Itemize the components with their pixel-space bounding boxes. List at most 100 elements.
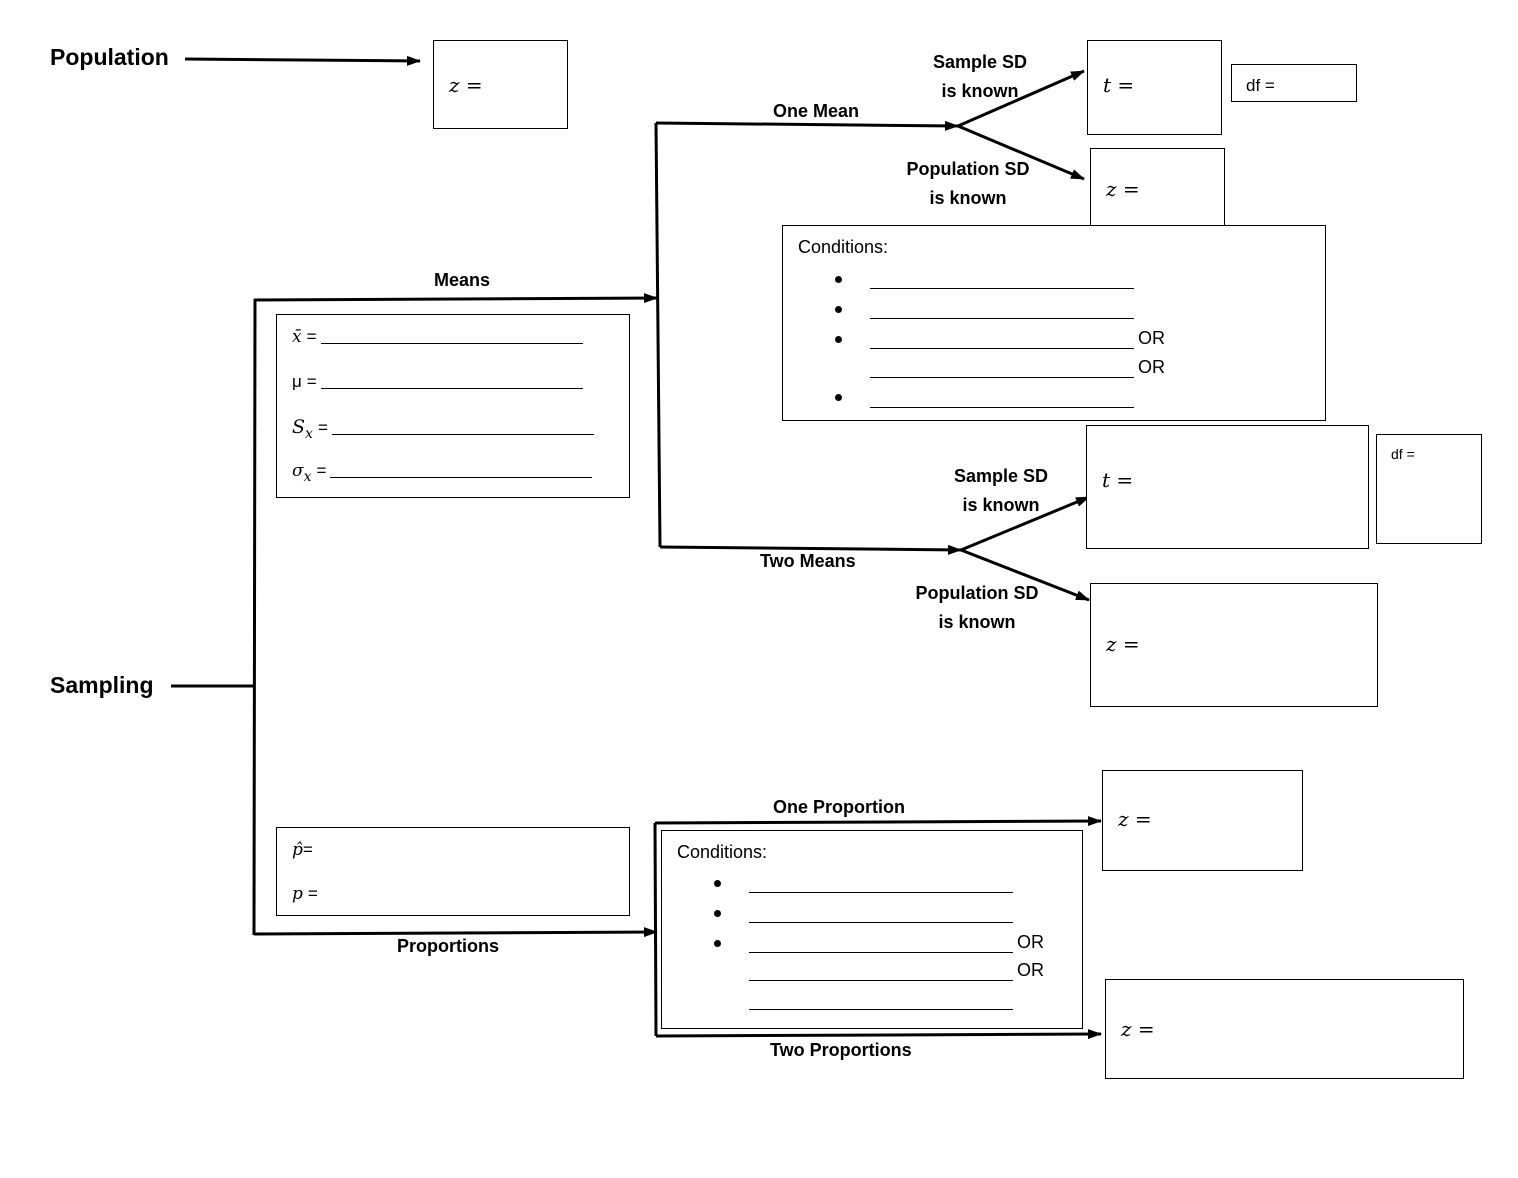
proportion-variables-box: p̂ = p = (276, 827, 630, 916)
sigma-symbol: σ (292, 461, 304, 481)
population-sd-line1: Population SD (915, 583, 1039, 603)
xbar-blank[interactable] (320, 342, 583, 344)
one-mean-t-formula: t = (1103, 73, 1135, 97)
sample-sd-line2: is known (962, 495, 1040, 515)
population-sd-line1: Population SD (906, 159, 1030, 179)
one-mean-population-arrow (957, 124, 1085, 181)
population-label: Population (50, 44, 169, 70)
one-mean-sample-arrow (957, 69, 1085, 128)
sample-sd-line2: is known (941, 81, 1019, 101)
one-mean-z-formula: z = (1106, 177, 1140, 201)
xbar-symbol: x̄ (292, 327, 302, 347)
condition-blank-4[interactable] (749, 980, 1013, 981)
two-means-t-formula: t = (1102, 468, 1134, 492)
condition-blank-1[interactable] (870, 288, 1134, 289)
bullet-icon (835, 394, 842, 401)
equals-sign: = (306, 372, 317, 391)
or-label: OR (1017, 932, 1044, 952)
proportions-label: Proportions (397, 936, 499, 956)
two-means-z-box[interactable]: z = (1090, 583, 1378, 707)
population-z-formula: z = (449, 73, 483, 97)
means-conditions-box: Conditions: OR OR (782, 225, 1326, 421)
equals-sign: = (302, 840, 313, 859)
proportions-conditions-box: Conditions: OR OR (661, 830, 1083, 1029)
or-label: OR (1017, 960, 1044, 980)
bullet-icon (714, 880, 721, 887)
one-mean-population-sd-label: Population SD is known (898, 155, 1038, 213)
two-means-arrow (659, 544, 962, 555)
equals-sign: = (307, 884, 318, 903)
equals-sign: = (317, 418, 328, 437)
sample-sd-line1: Sample SD (953, 466, 1049, 486)
or-label: OR (1138, 328, 1165, 348)
condition-blank-5[interactable] (749, 1009, 1013, 1010)
means-variables-box: x̄ = μ = S x = σ x = (276, 314, 630, 498)
xbar-row: x̄ = (292, 327, 583, 347)
one-proportion-z-formula: z = (1118, 807, 1152, 831)
condition-blank-2[interactable] (749, 922, 1013, 923)
two-proportions-label: Two Proportions (770, 1040, 912, 1060)
two-means-population-arrow (960, 548, 1090, 602)
population-arrow (184, 55, 421, 66)
proportions-arrow (253, 927, 658, 938)
two-means-df-label: df = (1391, 446, 1415, 462)
p-symbol: p (292, 884, 303, 904)
one-mean-arrow (655, 120, 959, 131)
sigma-blank[interactable] (330, 476, 593, 478)
one-mean-df-box[interactable]: df = (1231, 64, 1357, 102)
mu-blank[interactable] (320, 387, 583, 389)
means-arrow (253, 293, 658, 304)
one-mean-t-box[interactable]: t = (1087, 40, 1222, 135)
equals-sign: = (306, 327, 317, 346)
or-label: OR (1138, 357, 1165, 377)
two-means-df-box[interactable]: df = (1376, 434, 1482, 544)
conditions-title: Conditions: (677, 842, 768, 862)
phat-row: p̂ = (292, 840, 313, 860)
sample-sd-line1: Sample SD (932, 52, 1028, 72)
sigma-subscript: x (303, 469, 312, 485)
sx-row: S x = (292, 416, 594, 442)
one-proportion-z-box[interactable]: z = (1102, 770, 1303, 871)
mu-symbol: μ (292, 372, 302, 391)
sx-subscript: x (305, 426, 313, 442)
bullet-icon (835, 336, 842, 343)
condition-blank-3[interactable] (749, 952, 1013, 953)
bullet-icon (835, 306, 842, 313)
two-proportions-arrow (655, 1029, 1102, 1040)
proportions-split-vertical (653, 822, 658, 1037)
two-means-sample-arrow (960, 495, 1090, 552)
conditions-title: Conditions: (798, 237, 889, 257)
condition-blank-5[interactable] (870, 407, 1134, 408)
one-mean-sample-sd-label: Sample SD is known (920, 48, 1040, 106)
condition-blank-4[interactable] (870, 377, 1134, 378)
phat-symbol: p̂ (292, 840, 303, 860)
sigma-row: σ x = (292, 461, 593, 485)
population-sd-line2: is known (938, 612, 1016, 632)
population-z-box[interactable]: z = (433, 40, 568, 129)
condition-blank-2[interactable] (870, 318, 1134, 319)
two-proportions-z-formula: z = (1121, 1017, 1155, 1041)
sx-blank[interactable] (331, 433, 594, 435)
sampling-trunk (252, 298, 257, 936)
sx-symbol: S (292, 416, 306, 438)
bullet-icon (714, 910, 721, 917)
two-means-z-formula: z = (1106, 632, 1140, 656)
means-split-vertical (654, 122, 662, 548)
one-proportion-arrow (654, 816, 1102, 827)
two-means-label: Two Means (760, 551, 856, 571)
two-means-sample-sd-label: Sample SD is known (941, 462, 1061, 520)
two-means-t-box[interactable]: t = (1086, 425, 1369, 549)
sampling-label: Sampling (50, 672, 154, 698)
bullet-icon (835, 276, 842, 283)
one-proportion-label: One Proportion (773, 797, 905, 817)
equals-sign: = (316, 461, 327, 480)
one-mean-label: One Mean (773, 101, 860, 121)
condition-blank-1[interactable] (749, 892, 1013, 893)
two-proportions-z-box[interactable]: z = (1105, 979, 1464, 1079)
population-sd-line2: is known (929, 188, 1007, 208)
mu-row: μ = (292, 372, 583, 392)
one-mean-df-label: df = (1246, 76, 1275, 95)
condition-blank-3[interactable] (870, 348, 1134, 349)
one-mean-z-box[interactable]: z = (1090, 148, 1225, 228)
